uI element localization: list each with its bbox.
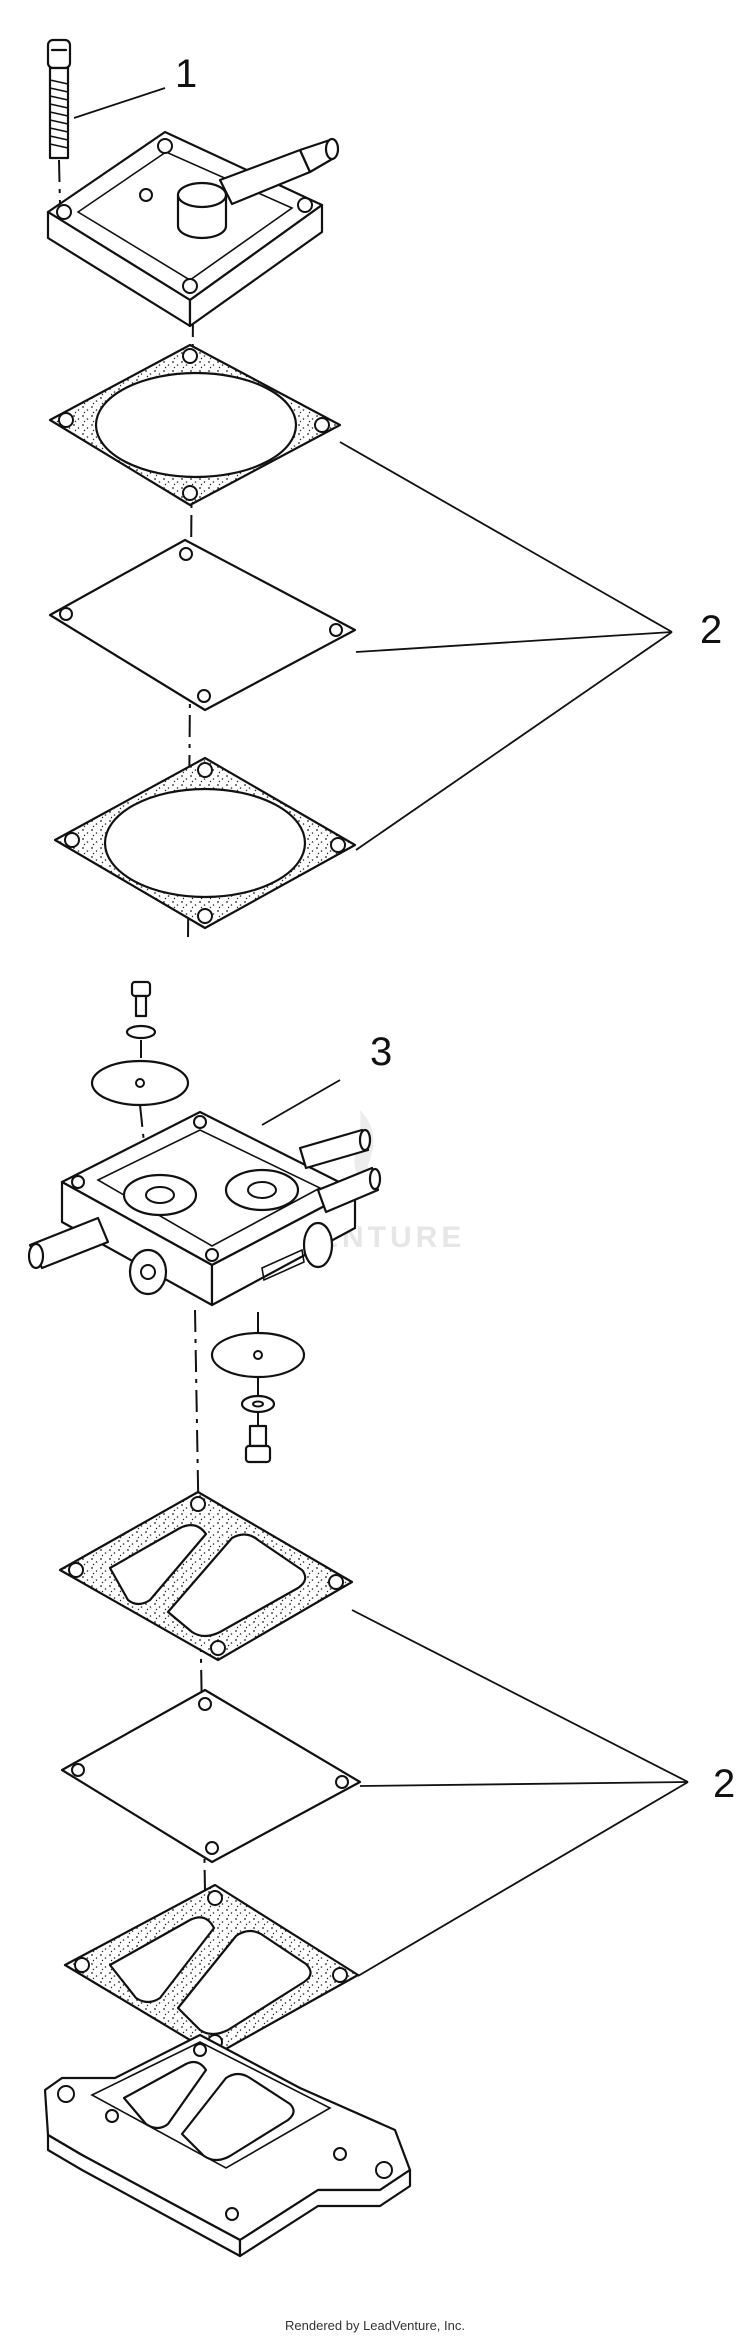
pump-body bbox=[27, 1110, 382, 1307]
upper-diaphragm bbox=[48, 538, 357, 712]
upper-gasket-top bbox=[48, 343, 342, 507]
upper-gasket-bottom bbox=[53, 756, 357, 930]
lower-diaphragm bbox=[60, 1688, 362, 1864]
valve-screw-upper bbox=[90, 980, 190, 1181]
callout-3: 3 bbox=[370, 1030, 392, 1074]
leader-lines bbox=[73, 87, 689, 1977]
valve-screw-lower bbox=[210, 1312, 306, 1464]
footer-credit: Rendered by LeadVenture, Inc. bbox=[285, 2318, 465, 2333]
callout-1: 1 bbox=[175, 52, 197, 96]
callout-2-lower: 2 bbox=[713, 1762, 735, 1806]
callout-2-upper: 2 bbox=[700, 608, 722, 652]
top-cover bbox=[46, 130, 340, 328]
lower-gasket-bottom bbox=[63, 1883, 360, 2057]
lower-gasket-top bbox=[58, 1490, 354, 1662]
base-plate bbox=[43, 2033, 412, 2258]
screw-top bbox=[46, 38, 72, 206]
